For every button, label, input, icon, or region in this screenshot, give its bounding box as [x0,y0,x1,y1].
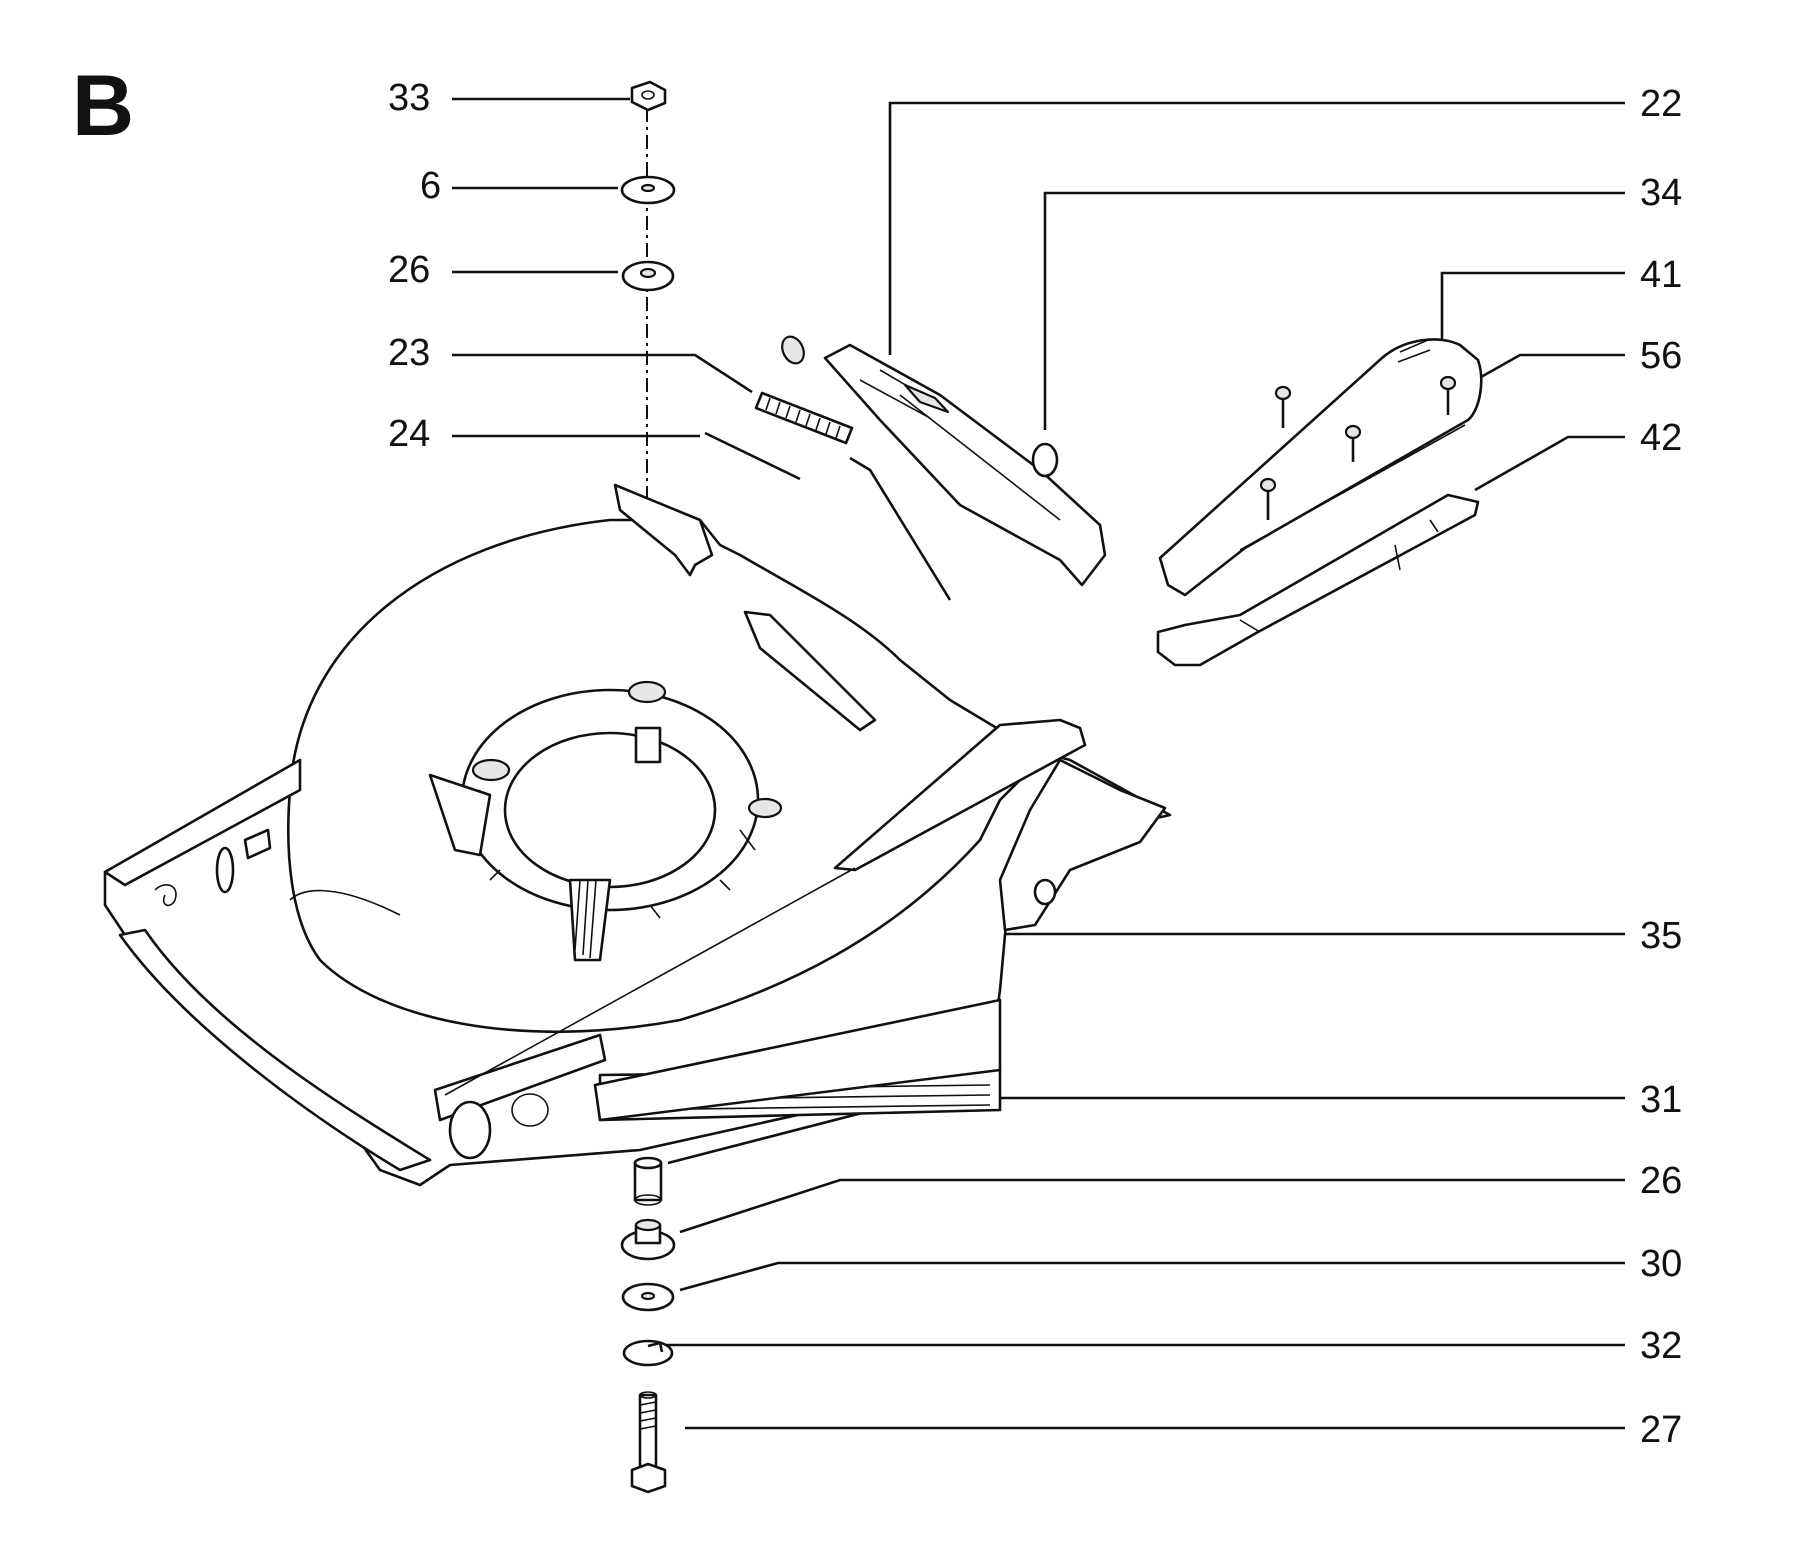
rod-part [704,431,801,481]
screw-part [1274,385,1292,428]
callout-label: 22 [1640,83,1682,125]
rail-part [1156,493,1480,667]
spacer-washer-part [620,1218,676,1261]
callout-label: 6 [420,165,441,207]
callout-42: 42 [1474,417,1682,492]
callout-label: 26 [1640,1160,1682,1202]
callout-33-top: 33 [388,77,630,119]
callout-label: 42 [1640,417,1682,459]
lock-washer-part [622,1339,674,1367]
callout-label: 30 [1640,1243,1682,1285]
callout-41: 41 [1440,254,1682,340]
hex-nut-part [630,80,667,112]
callout-22: 22 [888,83,1682,355]
callout-label: 34 [1640,172,1682,214]
callout-label: 33 [388,77,430,119]
callout-32: 32 [660,1325,1682,1367]
callout-34: 34 [1043,172,1682,430]
callout-35: 35 [1005,915,1682,957]
callout-label: 26 [388,249,430,291]
callout-label: 41 [1640,254,1682,296]
callout-23: 23 [388,332,753,394]
callout-26-top: 26 [388,249,618,291]
washer-part [621,1282,675,1312]
screw-part [1259,477,1277,520]
callout-label: 35 [1640,915,1682,957]
bushing-part [633,1156,663,1206]
callout-label: 32 [1640,1325,1682,1367]
callout-label: 24 [388,413,430,455]
mower-deck-part [103,483,1172,1187]
callout-label: 23 [388,332,430,374]
cover-part [1158,338,1483,597]
callout-label: 56 [1640,335,1682,377]
grommet-part [1031,442,1059,478]
callout-27: 27 [685,1409,1682,1451]
screw-part [1439,375,1457,415]
callout-label: 27 [1640,1409,1682,1451]
section-label: B [72,58,134,154]
callout-26-bottom: 26 [679,1160,1682,1234]
bolt-part [630,1391,667,1494]
callout-24: 24 [388,413,700,455]
callout-6: 6 [420,165,618,207]
callout-30: 30 [679,1243,1682,1292]
callout-label: 31 [1640,1079,1682,1121]
spring-part [754,391,854,445]
callout-56: 56 [1457,335,1682,392]
lever-bracket-part [781,335,1107,601]
screw-part [1344,424,1362,462]
washer-part [620,175,676,205]
spacer-washer-part [621,260,675,292]
